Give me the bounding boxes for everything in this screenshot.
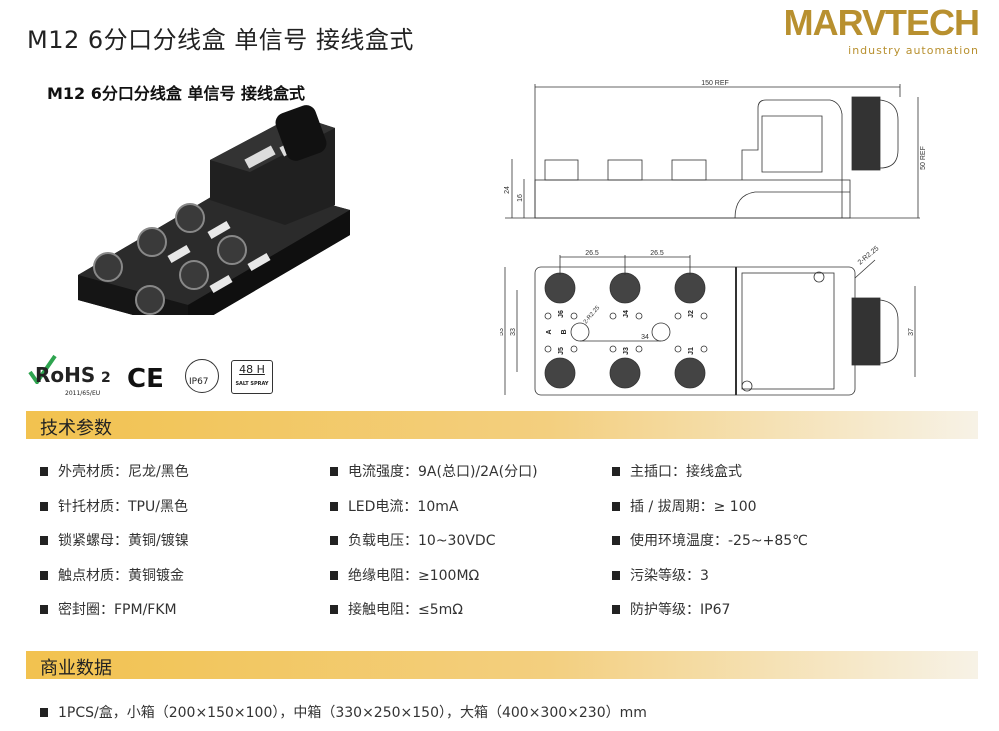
svg-text:50 REF: 50 REF — [920, 146, 927, 170]
marvtech-logo: MARVTECH industry automation — [758, 4, 983, 60]
svg-text:24: 24 — [504, 186, 511, 194]
product-subtitle: M12 6分口分线盒 单信号 接线盒式 — [47, 84, 306, 103]
spec-item: 接触电阻：≤5mΩ — [330, 599, 463, 619]
bullet-square-icon — [330, 502, 338, 511]
svg-text:16: 16 — [517, 194, 524, 202]
svg-text:2-R2.25: 2-R2.25 — [857, 245, 881, 266]
salt-spray-icon: 48 H SALT SPRAY — [231, 360, 273, 394]
bullet-square-icon — [612, 502, 620, 511]
svg-text:53: 53 — [500, 328, 505, 336]
spec-text: 负载电压：10~30VDC — [348, 533, 496, 549]
bullet-square-icon — [330, 467, 338, 476]
svg-text:150 REF: 150 REF — [701, 80, 729, 87]
bullet-square-icon — [40, 605, 48, 614]
spec-item: 触点材质：黄铜镀金 — [40, 565, 184, 585]
spec-item: 外壳材质：尼龙/黑色 — [40, 461, 189, 481]
spec-text: 外壳材质：尼龙/黑色 — [58, 464, 189, 480]
svg-text:A: A — [546, 329, 553, 334]
tech-specs-header: 技术参数 — [26, 411, 978, 439]
spec-item: 主插口：接线盒式 — [612, 461, 742, 481]
spec-text: 密封圈：FPM/FKM — [58, 602, 177, 618]
rohs-icon: RoHS 2 2011/65/EU — [25, 354, 120, 400]
spec-text: 触点材质：黄铜镀金 — [58, 568, 184, 584]
bullet-square-icon — [330, 571, 338, 580]
bullet-square-icon — [612, 536, 620, 545]
bullet-square-icon — [40, 502, 48, 511]
svg-text:J3: J3 — [623, 347, 630, 355]
spec-text: 使用环境温度：-25~+85℃ — [630, 533, 808, 549]
svg-text:34: 34 — [641, 334, 649, 341]
logo-tagline: industry automation — [848, 44, 979, 57]
svg-text:33: 33 — [510, 328, 517, 336]
spec-item: 污染等级：3 — [612, 565, 709, 585]
bullet-square-icon — [330, 605, 338, 614]
spec-text: 防护等级：IP67 — [630, 602, 731, 618]
spec-text: 接触电阻：≤5mΩ — [348, 602, 463, 618]
svg-text:J4: J4 — [623, 310, 630, 318]
spec-text: LED电流：10mA — [348, 499, 459, 515]
bullet-square-icon — [40, 467, 48, 476]
spec-item: 使用环境温度：-25~+85℃ — [612, 530, 808, 550]
bullet-square-icon — [612, 571, 620, 580]
svg-text:B: B — [561, 329, 568, 334]
bullet-square-icon — [612, 467, 620, 476]
business-data-header: 商业数据 — [26, 651, 978, 679]
spec-item: 防护等级：IP67 — [612, 599, 730, 619]
spec-item: 电流强度：9A(总口)/2A(分口) — [330, 461, 538, 481]
svg-text:2-R2.25: 2-R2.25 — [583, 305, 602, 326]
spec-text: 针托材质：TPU/黑色 — [58, 499, 188, 515]
ip67-icon: IP67 — [185, 359, 219, 393]
spec-item: 锁紧螺母：黄铜/镀镍 — [40, 530, 189, 550]
business-data-title: 商业数据 — [40, 658, 112, 679]
ce-mark-icon: CE — [127, 364, 164, 394]
technical-drawing: 150 REF 50 REF 24 16 J6 J4 — [500, 80, 927, 396]
spec-text: 1PCS/盒，小箱（200×150×100），中箱（330×250×150），大… — [58, 705, 647, 721]
spec-item: 负载电压：10~30VDC — [330, 530, 496, 550]
top-view: J6 J4 J2 J5 J3 J1 A B 26.5 26.5 2-R2.25 … — [500, 245, 916, 396]
spec-text: 电流强度：9A(总口)/2A(分口) — [348, 464, 538, 480]
packaging-info: 1PCS/盒，小箱（200×150×100），中箱（330×250×150），大… — [40, 702, 647, 722]
spec-item: 密封圈：FPM/FKM — [40, 599, 177, 619]
svg-text:J6: J6 — [558, 310, 565, 318]
bullet-square-icon — [40, 708, 48, 717]
spec-text: 锁紧螺母：黄铜/镀镍 — [58, 533, 189, 549]
svg-text:J5: J5 — [558, 347, 565, 355]
certification-icons: RoHS 2 2011/65/EU CE IP67 48 H SALT SPRA… — [25, 354, 285, 400]
svg-text:37: 37 — [908, 328, 915, 336]
svg-text:J1: J1 — [688, 347, 695, 355]
spec-text: 绝缘电阻：≥100MΩ — [348, 568, 480, 584]
page-title: M12 6分口分线盒 单信号 接线盒式 — [27, 26, 414, 54]
bullet-square-icon — [40, 536, 48, 545]
spec-item: 针托材质：TPU/黑色 — [40, 496, 188, 516]
spec-text: 插 / 拔周期：≥ 100 — [630, 499, 757, 515]
bullet-square-icon — [612, 605, 620, 614]
bullet-square-icon — [330, 536, 338, 545]
bullet-square-icon — [40, 571, 48, 580]
logo-brand: MARVTECH — [783, 2, 980, 43]
spec-item: 插 / 拔周期：≥ 100 — [612, 496, 757, 516]
spec-item: LED电流：10mA — [330, 496, 458, 516]
spec-item: 绝缘电阻：≥100MΩ — [330, 565, 479, 585]
spec-text: 污染等级：3 — [630, 568, 709, 584]
side-view: 150 REF 50 REF 24 16 — [504, 80, 927, 219]
tech-specs-title: 技术参数 — [40, 418, 112, 439]
spec-text: 主插口：接线盒式 — [630, 464, 742, 480]
svg-text:26.5: 26.5 — [650, 250, 664, 257]
svg-text:J2: J2 — [688, 310, 695, 318]
svg-text:26.5: 26.5 — [585, 250, 599, 257]
product-photo — [78, 105, 350, 315]
